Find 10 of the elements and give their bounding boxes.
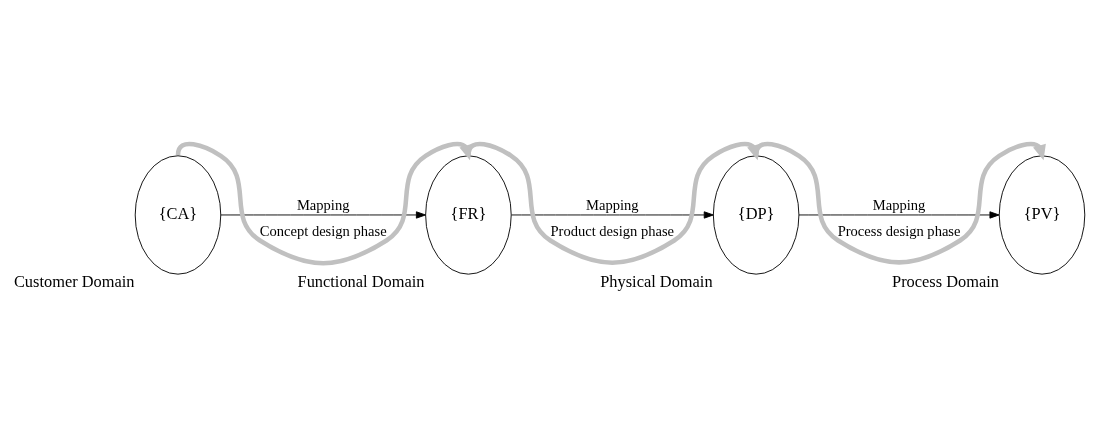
- edge-label: Mapping: [296, 196, 350, 213]
- node-label: Physical Domain: [600, 271, 713, 291]
- node-label: Functional Domain: [297, 271, 425, 291]
- edge-label: Product design phase: [550, 222, 675, 239]
- node-label: Process Domain: [892, 271, 999, 291]
- node-label: Customer Domain: [13, 271, 135, 291]
- edge-label: Mapping: [586, 196, 639, 213]
- edge-label: Mapping: [872, 196, 926, 213]
- edge-label: Concept design phase: [259, 222, 387, 239]
- edge-label: Process design phase: [837, 222, 961, 239]
